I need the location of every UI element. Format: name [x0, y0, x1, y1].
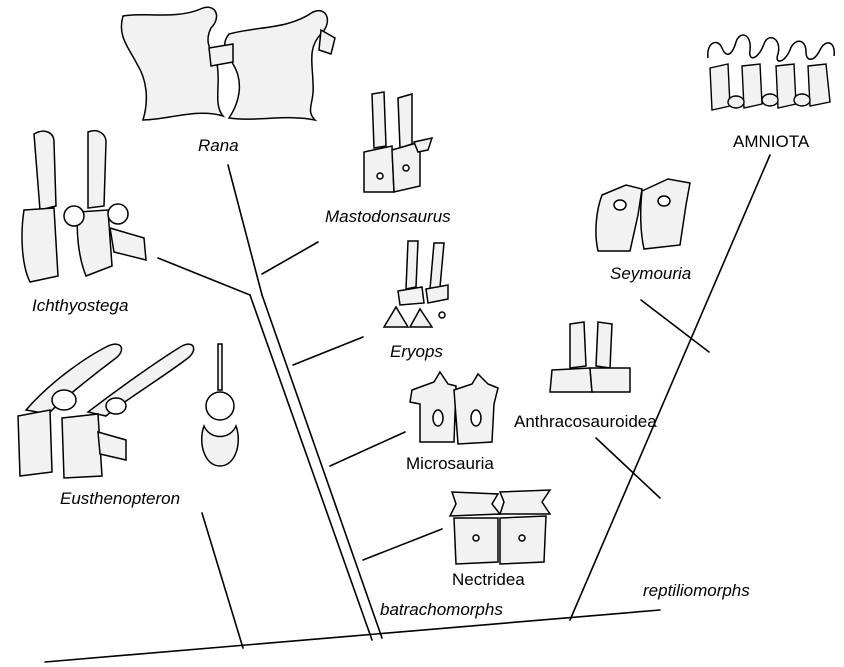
- tetrapod-stem-a: [250, 295, 372, 640]
- ichthyostega-branch: [158, 258, 250, 295]
- mastodonsaurus-branch: [262, 242, 318, 274]
- nectridea-branch: [363, 529, 442, 560]
- label-amniota: AMNIOTA: [733, 133, 809, 150]
- seymouria-branch: [641, 300, 709, 352]
- label-eusthenopteron: Eusthenopteron: [60, 490, 180, 507]
- tetrapod-stem-b: [262, 295, 382, 638]
- root-branch: [45, 610, 660, 662]
- ichthyostega-vertebrae-illustration: [14, 126, 156, 290]
- label-mastodonsaurus: Mastodonsaurus: [325, 208, 451, 225]
- eusthenopteron-branch: [202, 513, 243, 648]
- microsauria-vertebrae-illustration: [408, 370, 500, 448]
- eryops-branch: [293, 337, 363, 365]
- label-eryops: Eryops: [390, 343, 443, 360]
- eusthenopteron-cross-section-illustration: [196, 340, 244, 470]
- label-anthracosauroidea: Anthracosauroidea: [514, 413, 657, 430]
- mastodonsaurus-vertebrae-illustration: [358, 88, 438, 198]
- label-ichthyostega: Ichthyostega: [32, 297, 128, 314]
- anthracosauroidea-vertebrae-illustration: [548, 318, 632, 396]
- label-reptiliomorphs: reptiliomorphs: [643, 582, 750, 599]
- rana-vertebrae-illustration: [117, 4, 339, 124]
- label-nectridea: Nectridea: [452, 571, 525, 588]
- label-rana: Rana: [198, 137, 239, 154]
- nectridea-vertebrae-illustration: [446, 488, 556, 570]
- eryops-vertebrae-illustration: [382, 237, 462, 333]
- label-batrachomorphs: batrachomorphs: [380, 601, 503, 618]
- eusthenopteron-vertebrae-illustration: [2, 336, 198, 486]
- anthracosauroidea-branch: [596, 438, 660, 498]
- rana-branch: [228, 165, 262, 295]
- microsauria-branch: [330, 432, 405, 466]
- seymouria-vertebrae-illustration: [586, 175, 696, 255]
- label-microsauria: Microsauria: [406, 455, 494, 472]
- amniota-vertebrae-illustration: [702, 28, 842, 120]
- label-seymouria: Seymouria: [610, 265, 691, 282]
